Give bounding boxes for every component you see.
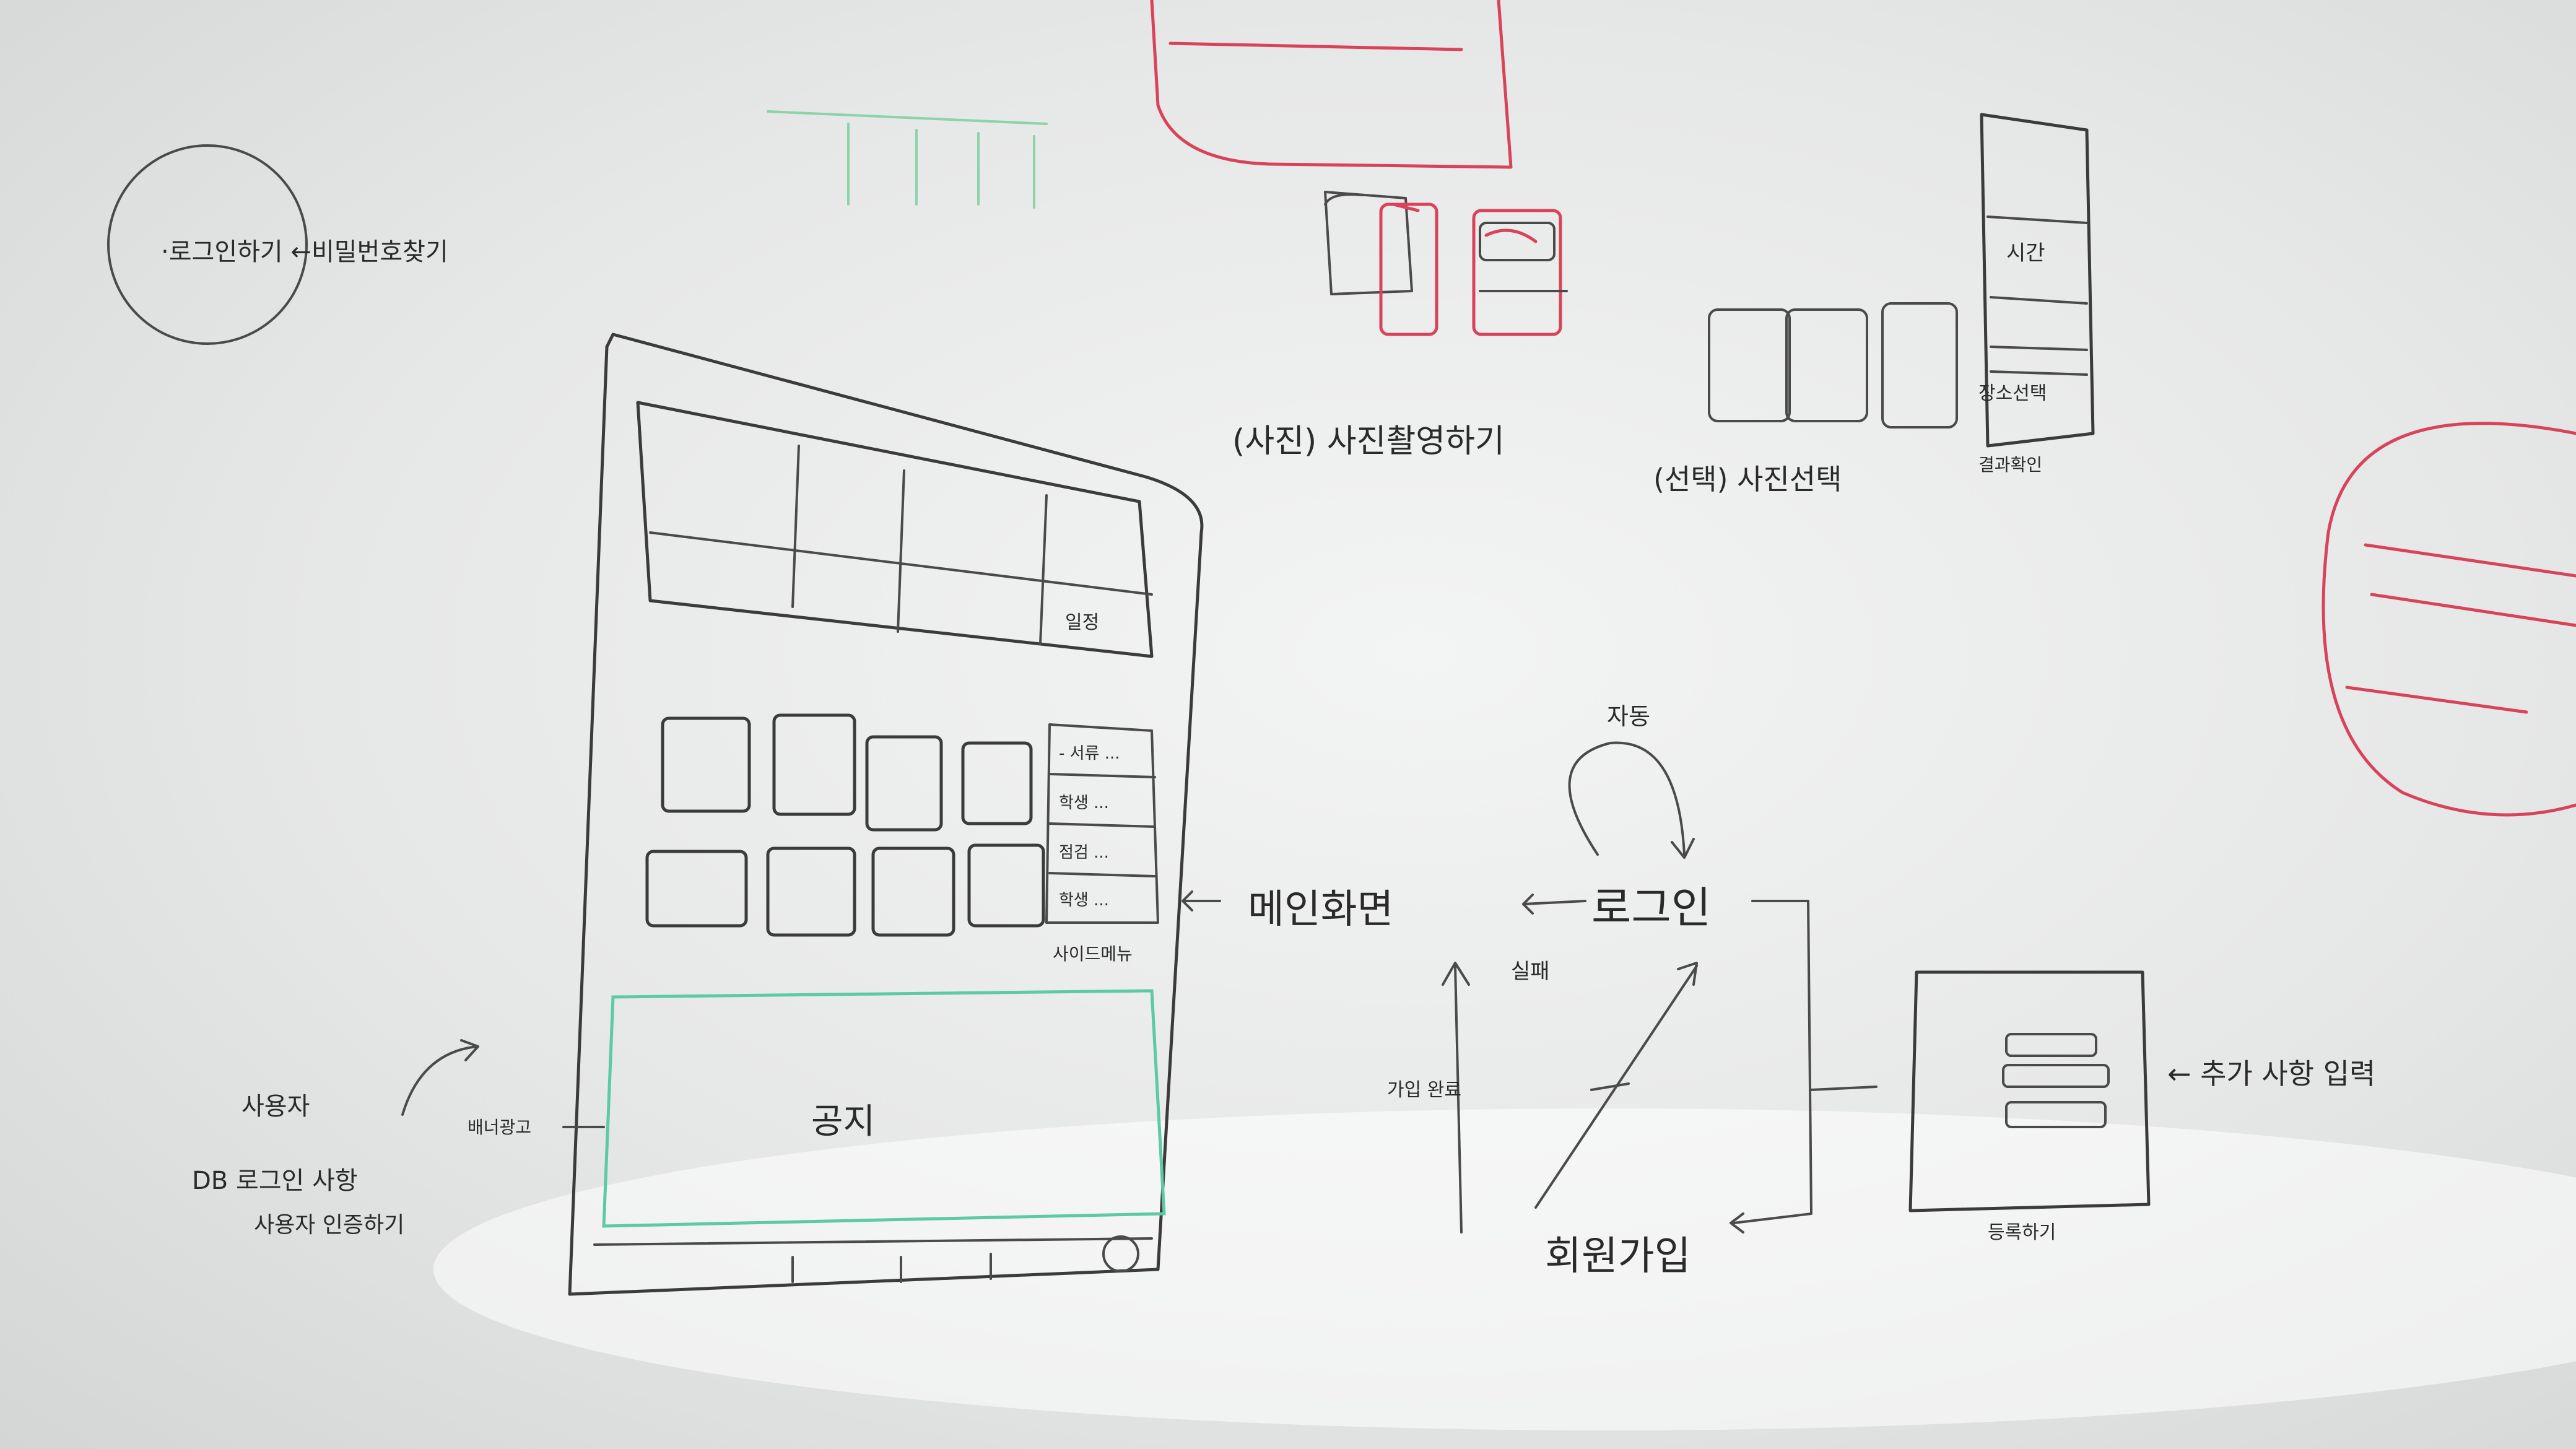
flow-node-signup: 회원가입 [1545, 1234, 1691, 1279]
column-label-1: 시간 [2006, 241, 2045, 266]
side-menu-list: - 서류 ... 학생 ... 점검 ... 학생 ... 사이드메뉴 [1045, 723, 1159, 964]
side-menu-caption: 사이드메뉴 [1053, 944, 1133, 964]
form-caption: 등록하기 [1988, 1222, 2056, 1243]
side-menu-item-3: 점검 ... [1059, 843, 1109, 862]
flow-diagram: 메인화면 로그인 자동 실패 가입 완료 회원가입 [1181, 703, 1812, 1279]
column-label-3: 결과확인 [1978, 455, 2042, 475]
calendar-grid [636, 401, 1154, 658]
red-circle-sketch [2321, 422, 2576, 817]
flow-node-login: 로그인 [1591, 882, 1711, 933]
db-notes: 사용자 DB 로그인 사항 사용자 인증하기 [192, 1039, 479, 1238]
faint-green-sketch [767, 110, 1048, 209]
icon-tile-grid [645, 713, 1045, 937]
flow-loop-label: 자동 [1607, 703, 1650, 730]
red-photo-sketch: (사진) 사진촬영하기 [1150, 0, 1568, 460]
banner-pointer-label: 배너광고 [468, 1117, 531, 1138]
flow-label-done: 가입 완료 [1387, 1079, 1461, 1101]
bottom-nav [593, 1235, 1153, 1283]
gray-sketch-note: (선택) 사진선택 [1653, 463, 1842, 496]
grid-cell-note: 일정 [1065, 612, 1099, 633]
flow-label-fail: 실패 [1511, 959, 1550, 984]
flow-node-main: 메인화면 [1248, 887, 1394, 933]
side-menu-item-4: 학생 ... [1059, 891, 1109, 910]
notice-panel-text: 공지 [811, 1102, 875, 1142]
db-line-2: 사용자 인증하기 [254, 1212, 404, 1238]
db-line-1: DB 로그인 사항 [192, 1167, 358, 1195]
red-sketch-note: (사진) 사진촬영하기 [1232, 423, 1505, 460]
form-arrow-label: ← 추가 사항 입력 [2167, 1057, 2375, 1090]
db-arrow-label: 사용자 [242, 1092, 310, 1121]
side-menu-item-2: 학생 ... [1059, 794, 1109, 812]
login-note: ·로그인하기 ←비밀번호찾기 [107, 144, 448, 345]
tablet-wireframe: 일정 - 서류 ... 학생 ... 점검 ... 학생 ... 사이드메뉴 [568, 333, 1204, 1296]
board-glare [433, 1108, 2576, 1430]
side-menu-item-1: - 서류 ... [1059, 744, 1120, 763]
form-box: ← 추가 사항 입력 등록하기 [1810, 970, 2375, 1243]
login-note-text: ·로그인하기 ←비밀번호찾기 [161, 238, 448, 266]
column-label-2: 장소선택 [1978, 383, 2047, 404]
gray-selection-sketch: (선택) 사진선택 시간 장소선택 결과확인 [1653, 113, 2095, 496]
notice-panel: 공지 [602, 989, 1166, 1228]
